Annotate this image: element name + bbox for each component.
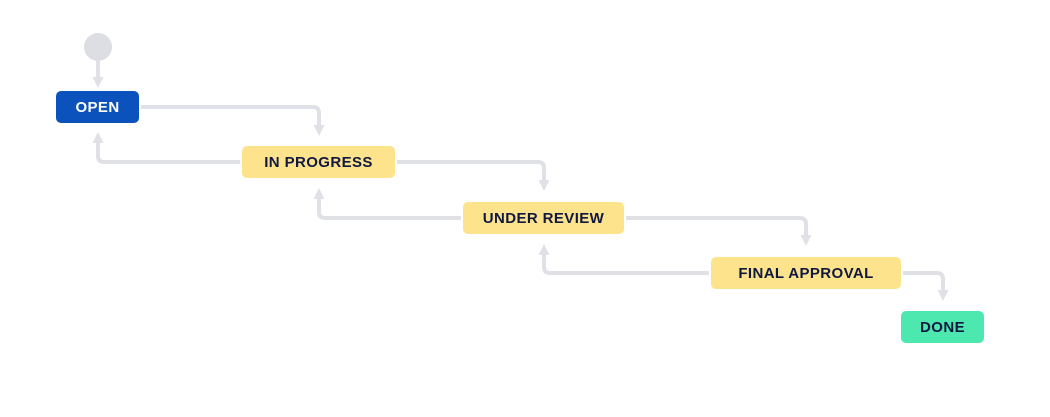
node-under-review-label: UNDER REVIEW (482, 209, 605, 227)
edge-final-approval-to-done (903, 271, 949, 301)
node-in-progress-label: IN PROGRESS (264, 153, 373, 171)
edge-under-review-to-in-progress (313, 188, 461, 220)
start-circle (84, 33, 112, 61)
node-under-review[interactable]: UNDER REVIEW (463, 202, 624, 234)
edge-start-to-open (92, 61, 104, 88)
node-in-progress[interactable]: IN PROGRESS (242, 146, 395, 178)
node-final-approval[interactable]: FINAL APPROVAL (711, 257, 901, 289)
edge-in-progress-to-under-review (397, 160, 550, 191)
node-done-label: DONE (920, 318, 965, 336)
edge-under-review-to-final-approval (626, 216, 812, 246)
edge-open-to-in-progress (141, 105, 325, 136)
edge-final-approval-to-under-review (538, 244, 709, 275)
node-open-label: OPEN (75, 98, 120, 116)
node-open[interactable]: OPEN (56, 91, 139, 123)
edge-in-progress-to-open (92, 132, 240, 164)
node-final-approval-label: FINAL APPROVAL (738, 264, 874, 282)
node-done[interactable]: DONE (901, 311, 984, 343)
